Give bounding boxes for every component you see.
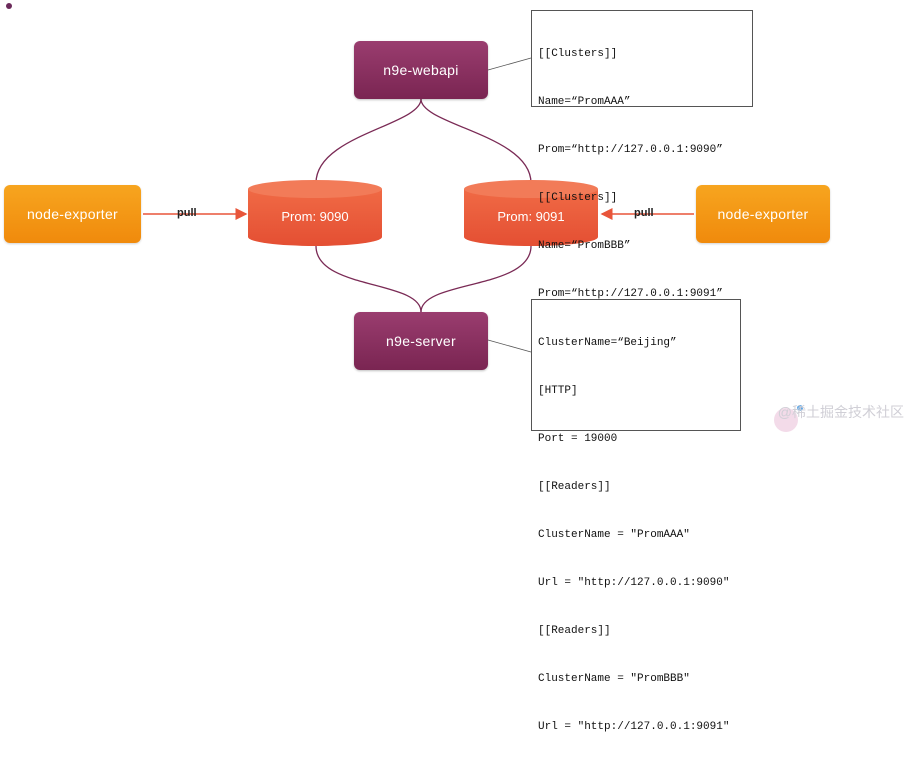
- prom-9091-database: [464, 180, 598, 246]
- config-line: [[Clusters]]: [538, 48, 618, 60]
- link-webapi-prom9090: [315, 98, 422, 184]
- prom-9090-label: Prom: 9090: [281, 209, 349, 224]
- config-line: Prom=“http://127.0.0.1:9090”: [538, 144, 723, 156]
- config-line: [[Readers]]: [538, 481, 611, 493]
- prom-9090-database: [248, 180, 382, 246]
- decor-bubble: [774, 408, 798, 432]
- config-line: ClusterName = "PromAAA": [538, 529, 690, 541]
- corner-dot: [6, 3, 12, 9]
- pull-label-left: pull: [177, 207, 197, 219]
- config-line: ClusterName=“Beijing”: [538, 337, 677, 349]
- callout-line-bottom: [487, 339, 532, 353]
- config-line: Url = "http://127.0.0.1:9091": [538, 721, 730, 733]
- config-line: [[Clusters]]: [538, 192, 618, 204]
- link-prom9091-server: [420, 245, 532, 313]
- config-line: Name=“PromBBB”: [538, 240, 631, 252]
- config-line: Url = "http://127.0.0.1:9090": [538, 577, 730, 589]
- config-line: [[Readers]]: [538, 625, 611, 637]
- config-line: Prom=“http://127.0.0.1:9091”: [538, 288, 723, 300]
- node-exporter-left[interactable]: node-exporter: [4, 185, 141, 243]
- config-line: Name=“PromAAA”: [538, 96, 631, 108]
- prom-9091-label: Prom: 9091: [497, 209, 565, 224]
- webapi-config-box: [[Clusters]] Name=“PromAAA” Prom=“http:/…: [531, 10, 753, 300]
- architecture-diagram: n9e-webapi n9e-server node-exporter node…: [4, 3, 904, 733]
- watermark-text: @稀土掘金技术社区: [777, 404, 904, 420]
- n9e-server-node[interactable]: n9e-server: [354, 312, 488, 370]
- server-config-box: ClusterName=“Beijing” [HTTP] Port = 1900…: [531, 299, 741, 733]
- link-prom9090-server: [315, 245, 422, 313]
- pull-label-right: pull: [634, 207, 654, 219]
- link-webapi-prom9091: [420, 98, 532, 184]
- config-line: [HTTP]: [538, 385, 578, 397]
- n9e-webapi-node[interactable]: n9e-webapi: [354, 41, 488, 99]
- config-line: Port = 19000: [538, 433, 618, 445]
- diagram-canvas: [143, 57, 803, 432]
- decor-dot: [797, 405, 803, 411]
- callout-line-top: [487, 57, 532, 71]
- node-exporter-right[interactable]: node-exporter: [696, 185, 830, 243]
- config-line: ClusterName = "PromBBB": [538, 673, 690, 685]
